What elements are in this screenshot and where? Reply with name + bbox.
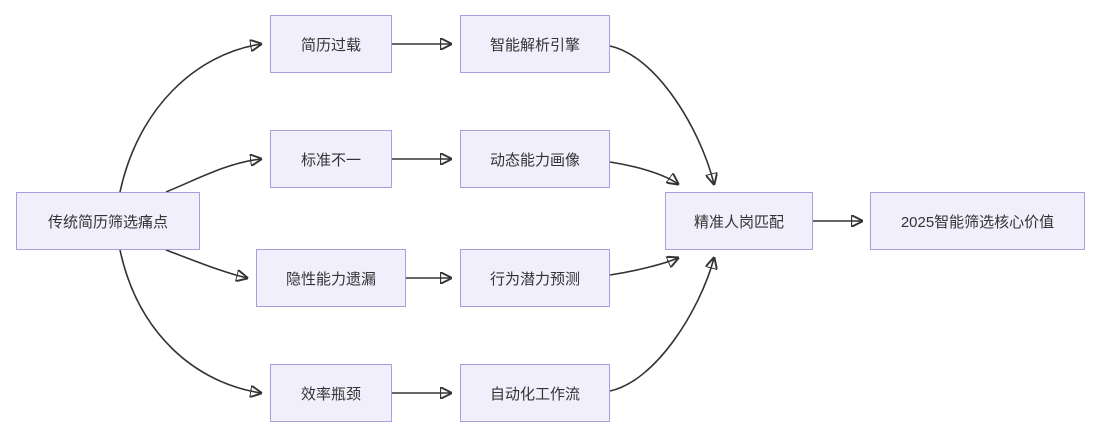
edge-C4-D [609, 258, 714, 392]
node-intelligent-parsing-engine: 智能解析引擎 [460, 15, 610, 73]
edge-A-B1 [119, 44, 261, 193]
node-dynamic-ability-profile: 动态能力画像 [460, 130, 610, 188]
edge-A-B3 [165, 249, 247, 278]
edge-C3-D [609, 258, 678, 276]
node-behavior-potential-prediction: 行为潜力预测 [460, 249, 610, 307]
node-automated-workflow: 自动化工作流 [460, 364, 610, 422]
node-traditional-screening-pain-points: 传统简历筛选痛点 [16, 192, 200, 250]
node-inconsistent-standards: 标准不一 [270, 130, 392, 188]
edge-A-B4 [119, 249, 261, 393]
node-resume-overload: 简历过载 [270, 15, 392, 73]
node-efficiency-bottleneck: 效率瓶颈 [270, 364, 392, 422]
node-2025-core-value: 2025智能筛选核心价值 [870, 192, 1085, 250]
edge-C2-D [609, 161, 678, 184]
node-hidden-ability-missed: 隐性能力遗漏 [256, 249, 406, 307]
node-precise-job-matching: 精准人岗匹配 [665, 192, 813, 250]
edge-C1-D [609, 45, 714, 184]
edge-A-B2 [165, 159, 261, 193]
